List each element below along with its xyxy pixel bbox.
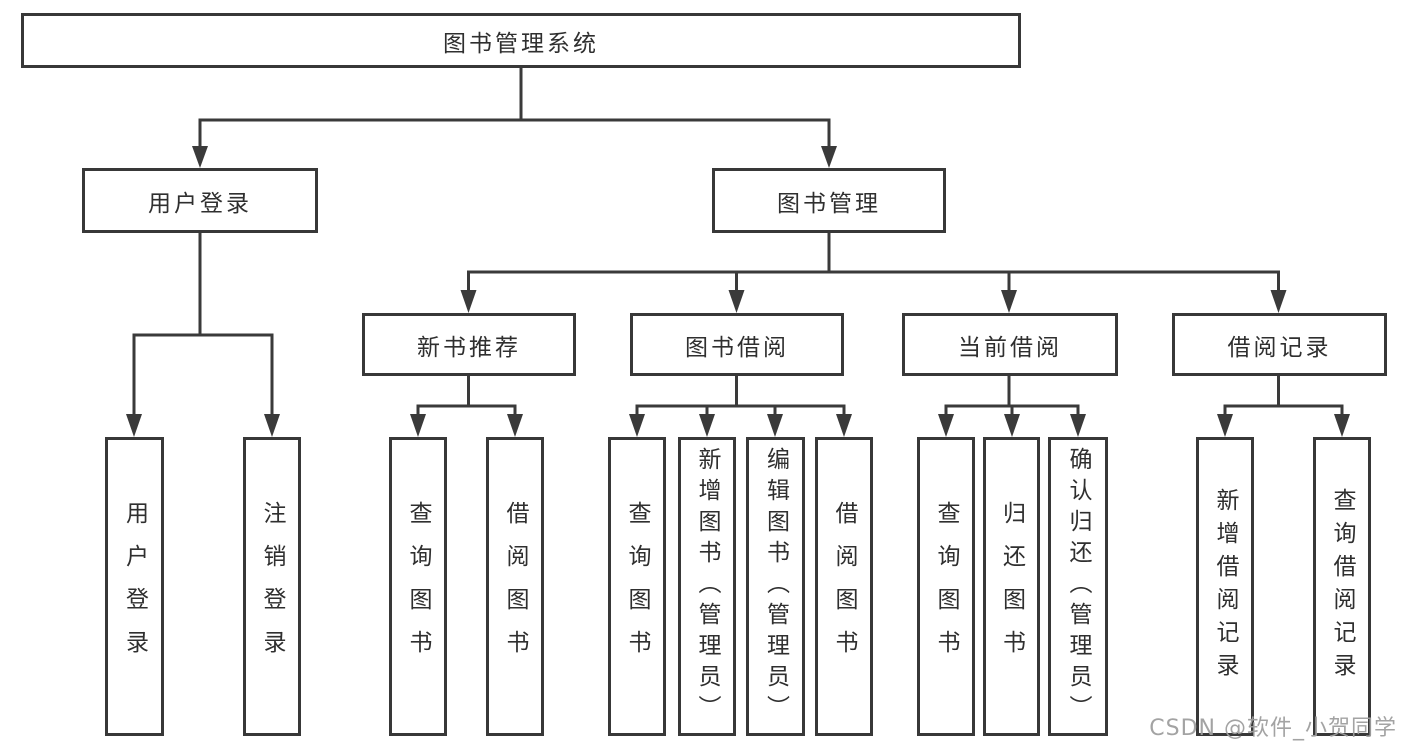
node-book-borrow-label: 图书借阅 <box>685 334 789 361</box>
leaf-bb-borrow-books-label: 借阅图书 <box>831 500 857 673</box>
node-root: 图书管理系统 <box>21 13 1021 68</box>
leaf-bb-borrow-books: 借阅图书 <box>815 437 873 736</box>
leaf-cb-return-books: 归还图书 <box>983 437 1040 736</box>
node-borrow-records-label: 借阅记录 <box>1227 334 1332 361</box>
node-new-book-recommend-label: 新书推荐 <box>417 334 521 361</box>
leaf-nbr-borrow-books-label: 借阅图书 <box>502 500 528 673</box>
leaf-logout-label: 注销登录 <box>259 500 285 673</box>
leaf-cb-query-books: 查询图书 <box>917 437 975 736</box>
leaf-bb-add-books-admin: 新增图书（管理员） <box>678 437 736 736</box>
node-book-management: 图书管理 <box>712 168 946 233</box>
leaf-user-login-label: 用户登录 <box>121 500 148 673</box>
leaf-bb-query-books-label: 查询图书 <box>624 500 650 673</box>
leaf-nbr-borrow-books: 借阅图书 <box>486 437 544 736</box>
node-root-label: 图书管理系统 <box>443 30 599 57</box>
leaf-br-query-record: 查询借阅记录 <box>1313 437 1371 736</box>
leaf-bb-query-books: 查询图书 <box>608 437 666 736</box>
leaf-br-add-record: 新增借阅记录 <box>1196 437 1254 736</box>
watermark: CSDN @软件_小贺同学 <box>1149 716 1397 741</box>
leaf-cb-confirm-return-admin: 确认归还（管理员） <box>1048 437 1108 736</box>
leaf-logout: 注销登录 <box>243 437 301 736</box>
node-book-borrow: 图书借阅 <box>630 313 844 376</box>
node-user-login: 用户登录 <box>82 168 318 233</box>
leaf-nbr-query-books: 查询图书 <box>389 437 447 736</box>
leaf-nbr-query-books-label: 查询图书 <box>405 500 431 673</box>
node-book-management-label: 图书管理 <box>777 190 881 217</box>
leaf-bb-edit-books-admin-label: 编辑图书（管理员） <box>762 447 789 726</box>
leaf-cb-confirm-return-admin-label: 确认归还（管理员） <box>1065 447 1091 726</box>
node-current-borrow: 当前借阅 <box>902 313 1118 376</box>
leaf-user-login: 用户登录 <box>105 437 164 736</box>
leaf-bb-edit-books-admin: 编辑图书（管理员） <box>746 437 805 736</box>
node-new-book-recommend: 新书推荐 <box>362 313 576 376</box>
leaf-cb-query-books-label: 查询图书 <box>933 500 959 673</box>
leaf-br-add-record-label: 新增借阅记录 <box>1212 487 1238 686</box>
leaf-bb-add-books-admin-label: 新增图书（管理员） <box>694 447 720 726</box>
node-user-login-label: 用户登录 <box>148 190 252 217</box>
leaf-br-query-record-label: 查询借阅记录 <box>1329 487 1355 686</box>
leaf-cb-return-books-label: 归还图书 <box>998 500 1025 673</box>
node-current-borrow-label: 当前借阅 <box>958 334 1062 361</box>
node-borrow-records: 借阅记录 <box>1172 313 1387 376</box>
